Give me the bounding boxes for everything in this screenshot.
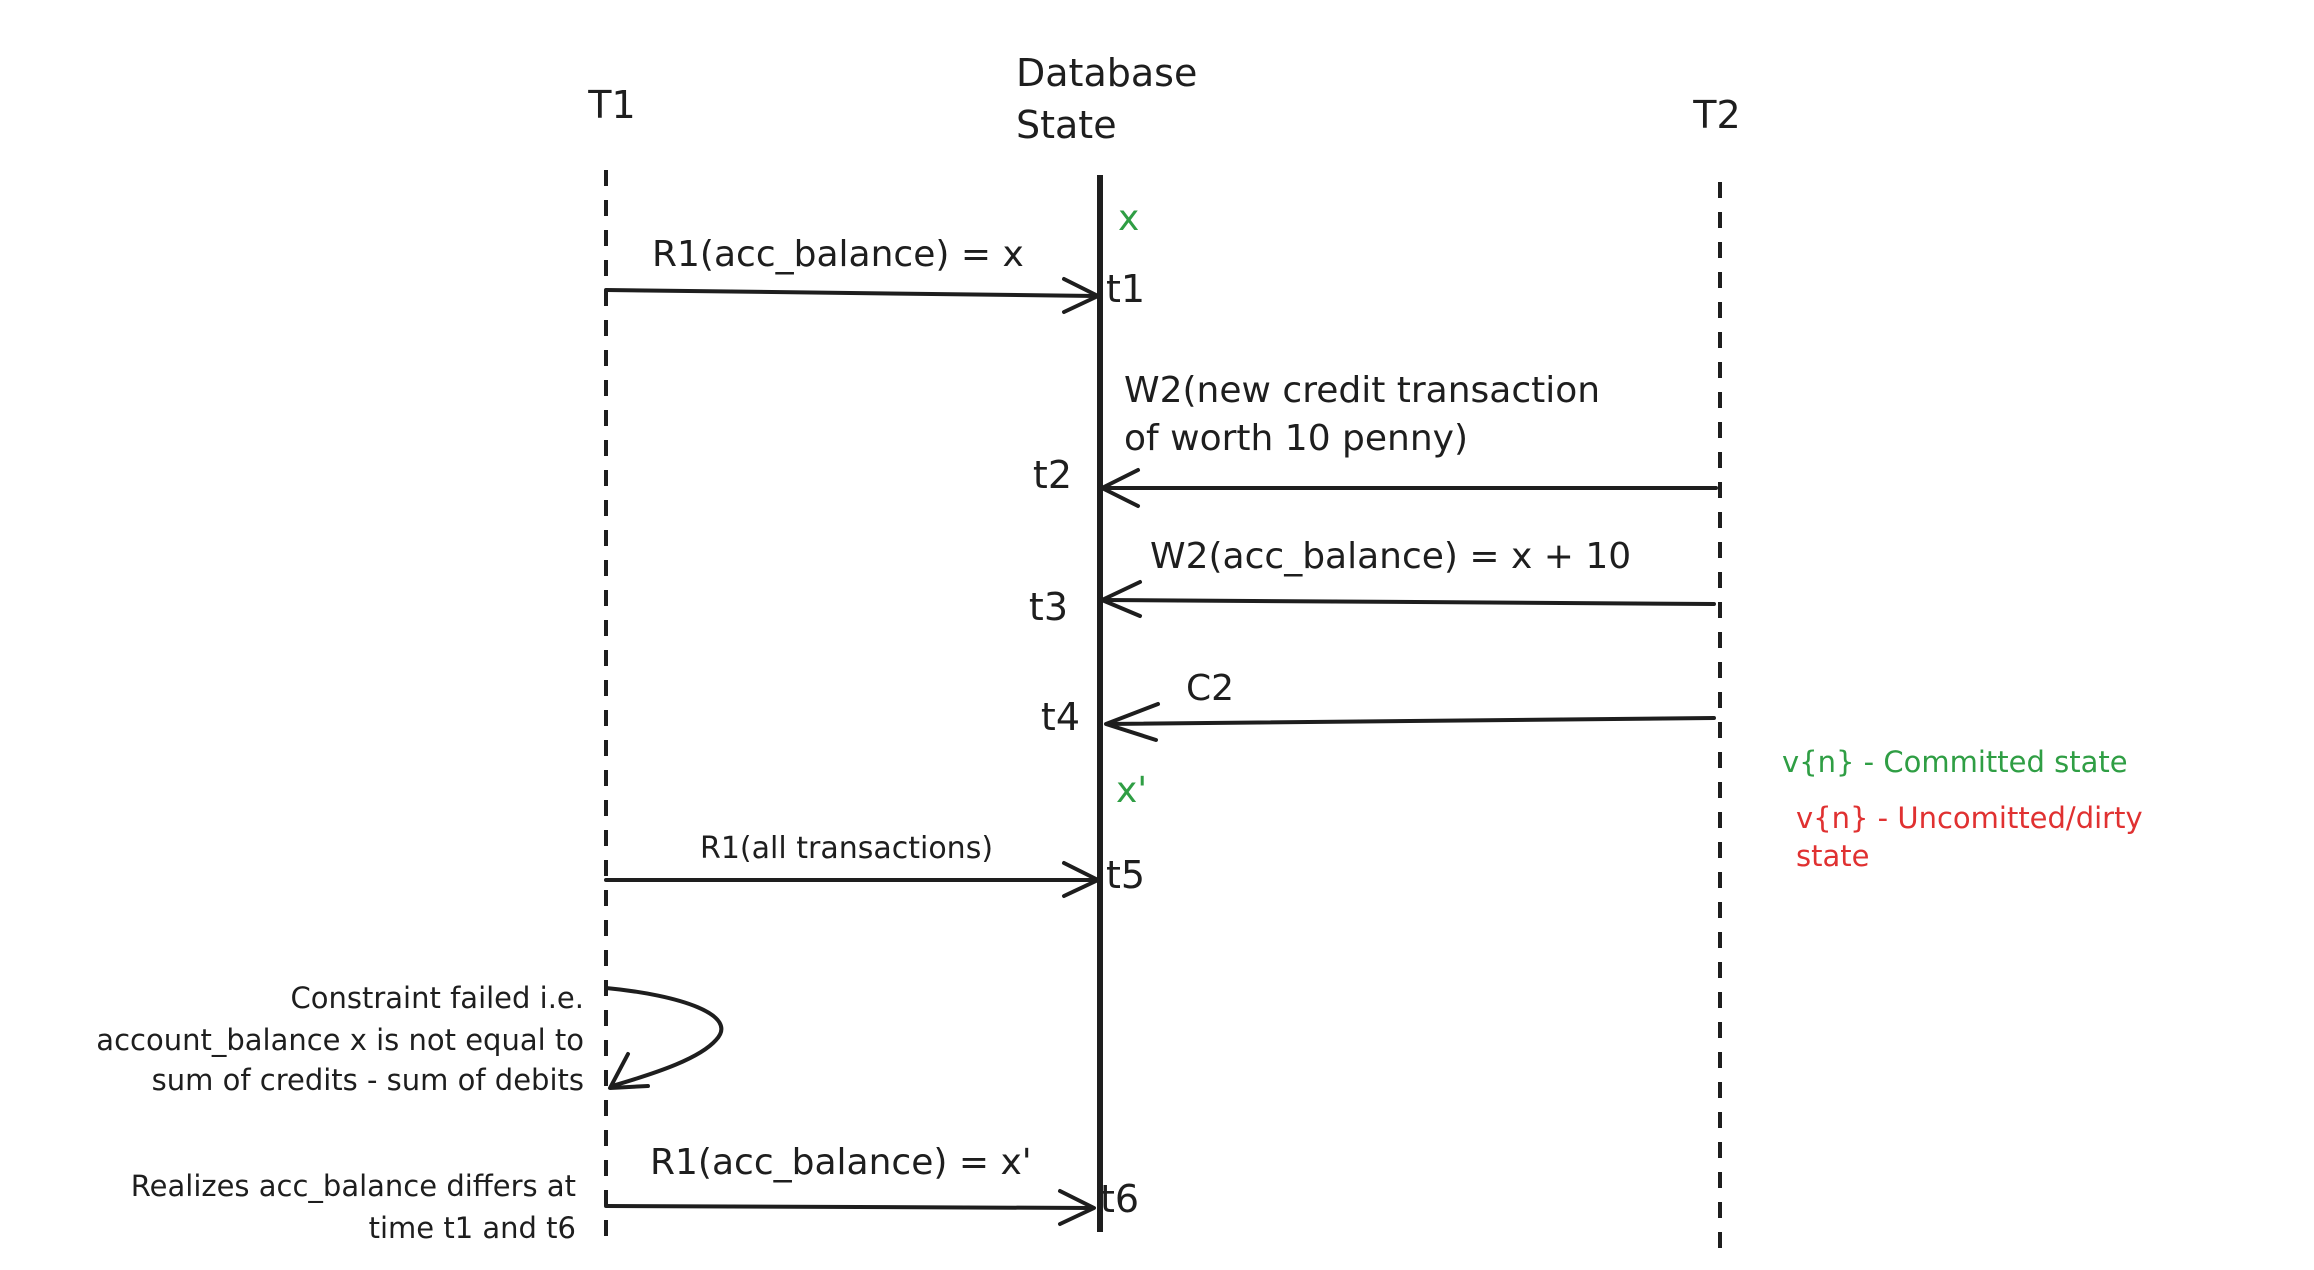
lane-title-database-line1: Database <box>1016 51 1197 95</box>
time-label-t3: t3 <box>1029 585 1068 629</box>
message-r1-all-transactions: R1(all transactions) <box>700 831 993 866</box>
note-realize-line2: time t1 and t6 <box>369 1211 576 1245</box>
state-x-initial: x <box>1118 198 1139 239</box>
legend-uncommitted-state-line2: state <box>1796 839 1869 873</box>
message-r1-balance: R1(acc_balance) = x <box>652 234 1024 275</box>
time-label-t4: t4 <box>1041 695 1080 739</box>
note-constraint-line1: Constraint failed i.e. <box>291 981 584 1015</box>
arrow-w2-credit <box>1100 468 1718 508</box>
message-w2-balance: W2(acc_balance) = x + 10 <box>1150 536 1631 577</box>
lane-title-database-line2: State <box>1016 103 1117 147</box>
arrow-c2 <box>1104 702 1716 742</box>
state-x-prime: x' <box>1116 770 1147 811</box>
time-label-t2: t2 <box>1033 453 1072 497</box>
note-constraint-line3: sum of credits - sum of debits <box>152 1063 584 1097</box>
note-constraint-line2: account_balance x is not equal to <box>96 1023 584 1057</box>
self-loop-arrow-constraint <box>604 986 724 1090</box>
time-label-t5: t5 <box>1106 853 1145 897</box>
note-realize-line1: Realizes acc_balance differs at <box>131 1169 576 1203</box>
message-w2-credit-line1: W2(new credit transaction <box>1124 370 1600 411</box>
time-label-t6: t6 <box>1100 1177 1139 1221</box>
legend-committed-state: v{n} - Committed state <box>1782 745 2128 779</box>
time-label-t1: t1 <box>1106 267 1145 311</box>
lane-title-t1: T1 <box>587 83 635 127</box>
arrow-r1-all-transactions <box>604 861 1100 898</box>
message-r1-balance-again: R1(acc_balance) = x' <box>650 1142 1032 1183</box>
arrow-r1-balance-again <box>604 1189 1096 1226</box>
arrow-w2-balance <box>1100 580 1716 618</box>
legend-uncommitted-state-line1: v{n} - Uncomitted/dirty <box>1796 801 2143 835</box>
message-w2-credit-line2: of worth 10 penny) <box>1124 418 1468 459</box>
arrow-r1-balance <box>604 277 1100 314</box>
message-c2: C2 <box>1186 668 1234 709</box>
lane-title-t2: T2 <box>1692 93 1740 137</box>
